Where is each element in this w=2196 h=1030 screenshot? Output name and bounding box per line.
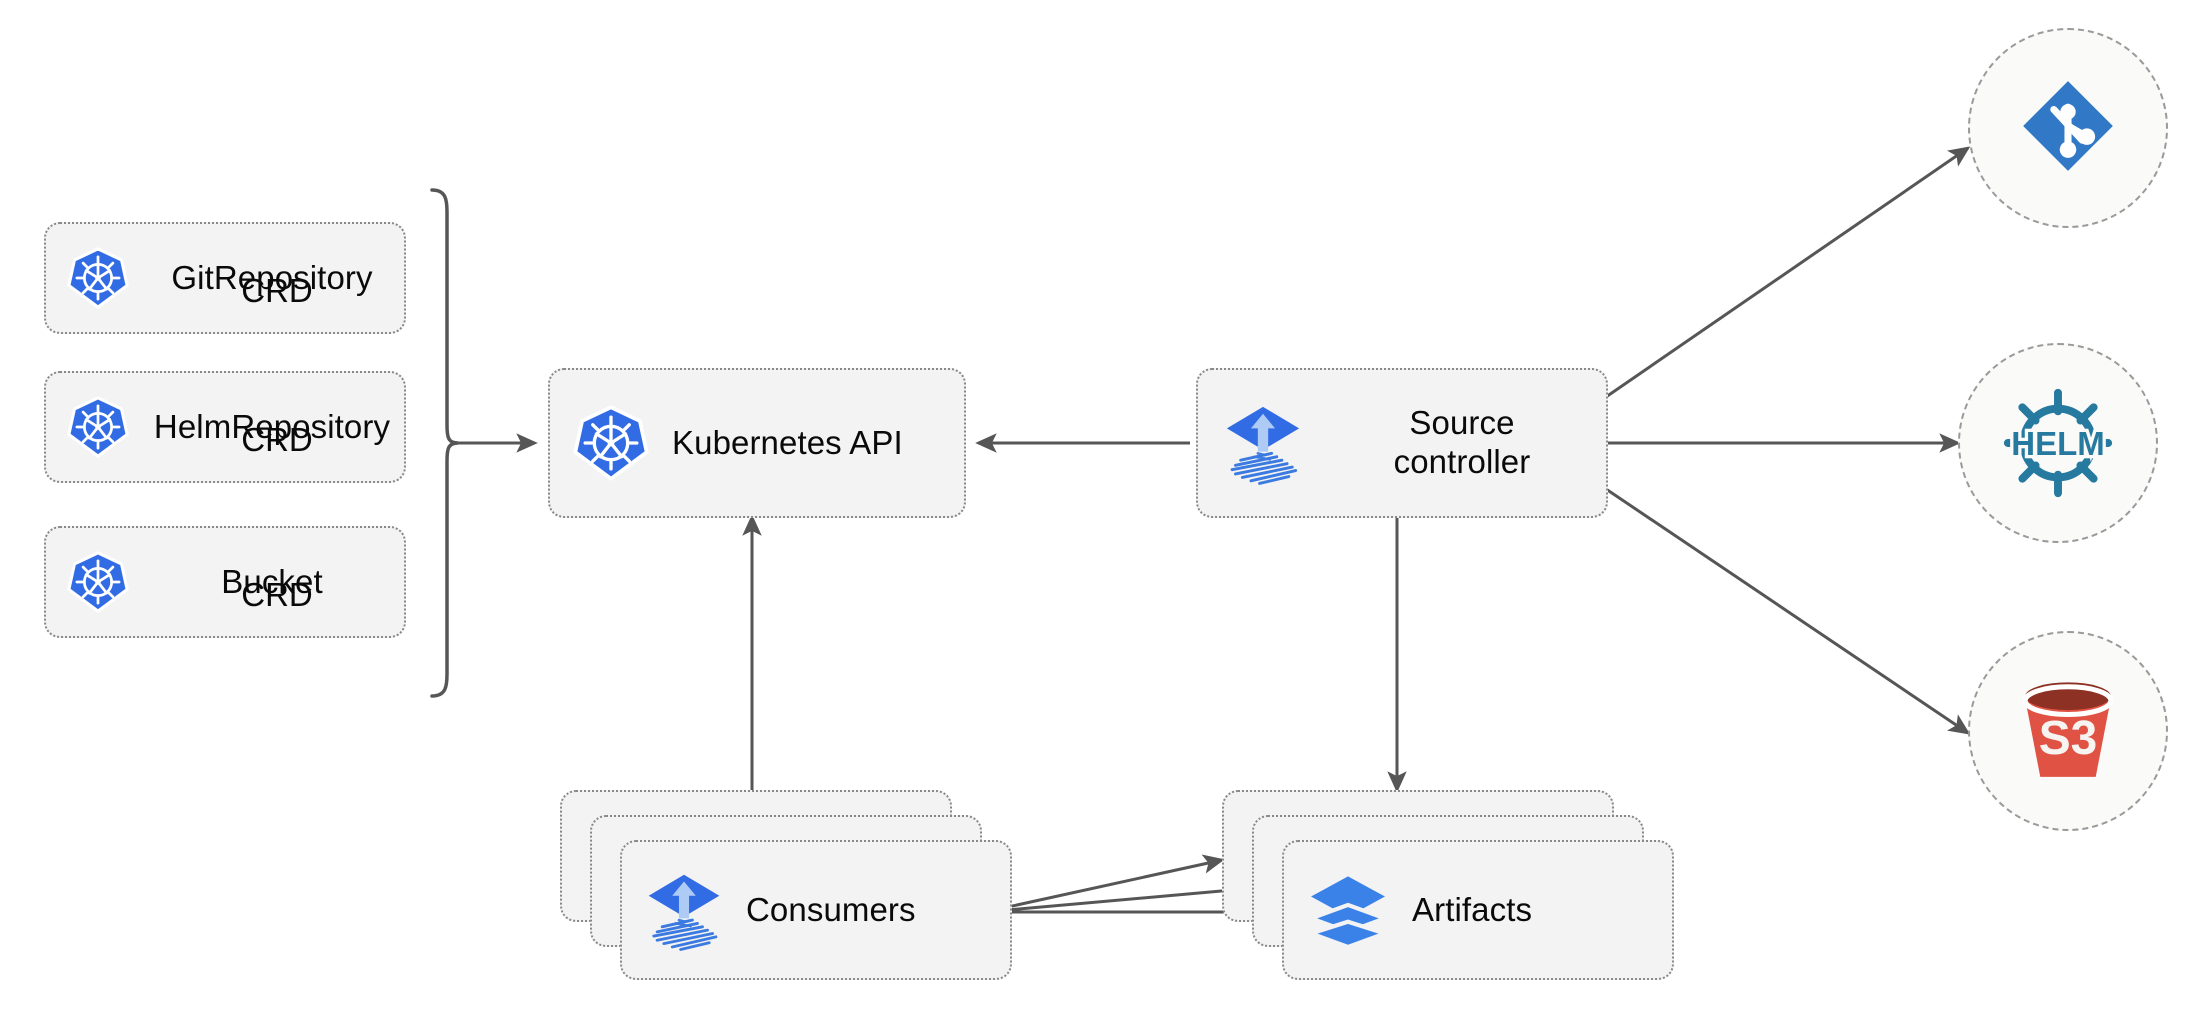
helm-icon: HELM [1992,377,2124,509]
kubernetes-icon [46,551,150,613]
wire-consumers-to-artifacts-2 [984,879,1258,914]
crd-label: Bucket [221,562,323,600]
kubernetes-icon [550,405,672,481]
wire-source-controller-to-git [1602,146,1971,401]
node-artifacts[interactable]: Artifacts [1282,840,1674,980]
node-consumers[interactable]: Consumers [620,840,1012,980]
node-label-artifacts: Artifacts [1412,890,1533,928]
wire-consumers-to-artifacts-1 [984,854,1225,914]
node-kubernetes-api[interactable]: Kubernetes API [548,368,966,518]
node-label-consumers: Consumers [746,890,916,928]
s3-wordmark: S3 [2039,712,2098,765]
git-icon [2009,67,2127,190]
flux-icon [1198,400,1328,486]
layers-icon [1284,868,1412,952]
crd-label: HelmRepository [153,407,391,445]
crd-box-helmrepository[interactable]: HelmRepository [44,371,406,483]
wire-source-controller-to-s3 [1602,485,1971,735]
source-circle-s3[interactable]: S3 [1968,631,2168,831]
crd-sublabel-gitrepository: CRD [241,272,313,309]
crd-sublabel-helmrepository: CRD [241,421,313,458]
crd-sublabel-bucket: CRD [241,576,313,613]
crd-box-gitrepository[interactable]: GitRepository [44,222,406,334]
s3-bucket-icon: S3 [2005,666,2131,797]
flux-icon [622,868,746,952]
crd-group-bracket [430,188,459,698]
kubernetes-icon [46,396,150,458]
node-label-source-controller: Source controller [1393,404,1531,480]
source-circle-git[interactable] [1968,28,2168,228]
node-label-kubernetes-api: Kubernetes API [672,423,903,461]
source-circle-helm[interactable]: HELM [1958,343,2158,543]
crd-label: GitRepository [171,258,373,296]
node-source-controller[interactable]: Source controller [1196,368,1608,518]
crd-box-bucket[interactable]: Bucket [44,526,406,638]
kubernetes-icon [46,247,150,309]
helm-wordmark: HELM [2011,425,2105,462]
